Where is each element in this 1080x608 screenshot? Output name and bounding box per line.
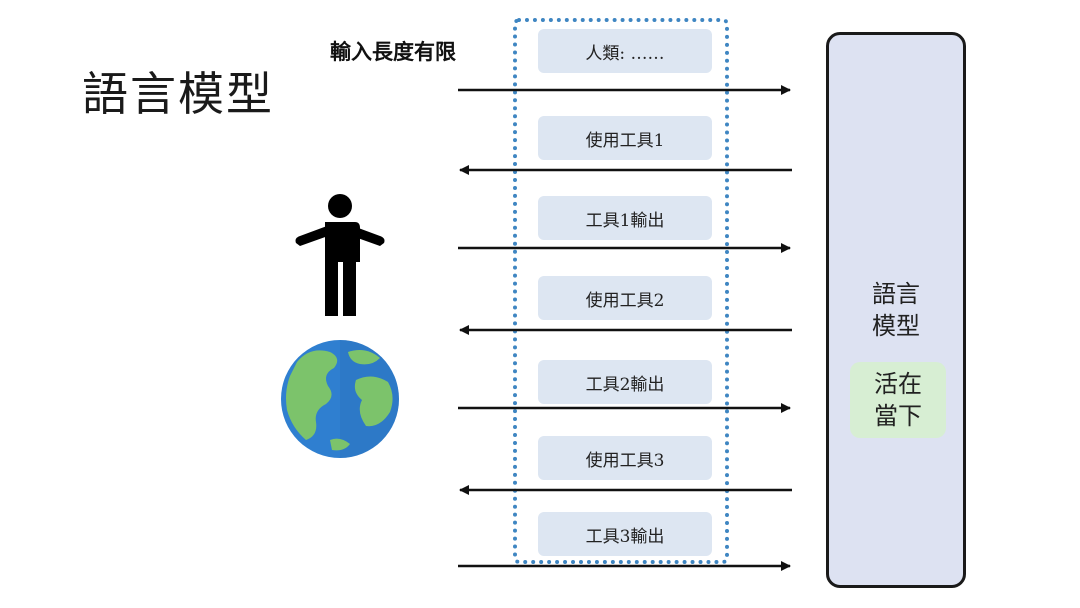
context-limit-label: 輸入長度有限	[330, 40, 456, 64]
message-text: 工具3輸出	[585, 526, 665, 547]
globe-icon	[281, 340, 399, 458]
message-box: 工具1輸出	[538, 196, 712, 240]
live-in-moment-badge: 活在 當下	[850, 362, 946, 438]
message-box: 人類: ……	[538, 29, 712, 73]
language-model-box	[826, 32, 966, 588]
message-text: 工具1輸出	[585, 210, 665, 231]
message-text: 使用工具3	[585, 450, 665, 471]
message-box: 使用工具3	[538, 436, 712, 480]
message-box: 工具2輸出	[538, 360, 712, 404]
message-box: 使用工具1	[538, 116, 712, 160]
message-box: 工具3輸出	[538, 512, 712, 556]
model-label: 語言 模型	[872, 280, 920, 340]
message-text: 使用工具2	[585, 290, 665, 311]
message-text: 使用工具1	[585, 130, 665, 151]
message-text: 人類: ……	[585, 43, 665, 64]
message-box: 使用工具2	[538, 276, 712, 320]
page-title: 語言模型	[82, 67, 274, 121]
context-window-border	[513, 18, 729, 564]
person-icon	[295, 194, 385, 316]
message-text: 工具2輸出	[585, 374, 665, 395]
